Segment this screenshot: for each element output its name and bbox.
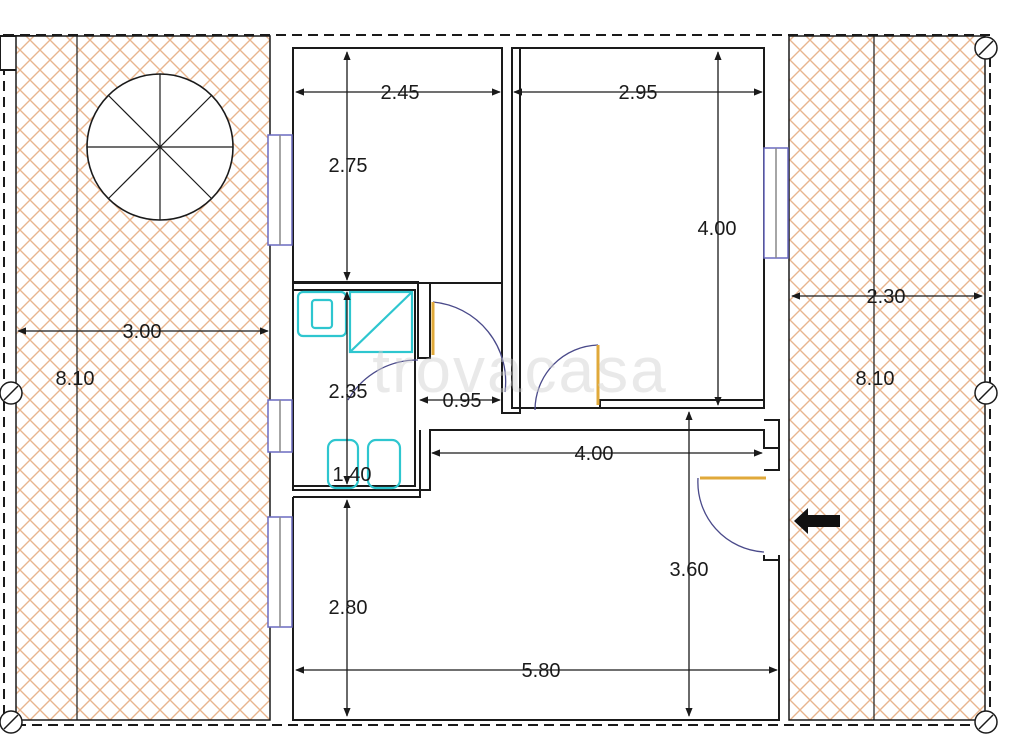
watermark: trovacasa (372, 334, 667, 406)
property-boundary (3, 34, 991, 726)
dim-living-width: 4.00 (575, 443, 614, 465)
entrance-arrow-icon (794, 508, 840, 534)
marker-icon (0, 381, 23, 405)
dimension-lines (17, 51, 983, 717)
dim-bed2-depth: 4.00 (698, 218, 737, 240)
dim-bed1-width: 2.45 (381, 82, 420, 104)
marker-icon (974, 381, 998, 405)
dimension-labels: 2.45 2.95 2.75 4.00 2.30 3.00 8.10 8.10 … (56, 82, 906, 682)
doors (347, 301, 766, 553)
dim-left-terrace-length: 8.10 (56, 368, 95, 390)
dim-bath-width: 1.40 (333, 464, 372, 486)
dim-bed2-width: 2.95 (619, 82, 658, 104)
windows (267, 134, 789, 628)
sink-icon (296, 290, 348, 338)
marker-icon (974, 710, 998, 734)
dim-bed1-depth: 2.75 (329, 155, 368, 177)
bidet-icon (326, 438, 360, 490)
dim-living-depth: 2.80 (329, 597, 368, 619)
marker-icon (0, 710, 23, 734)
dim-right-terrace-width: 2.30 (867, 286, 906, 308)
dim-right-terrace-length: 8.10 (856, 368, 895, 390)
dim-entry-depth: 3.60 (670, 559, 709, 581)
dim-bath-depth: 2.35 (329, 381, 368, 403)
toilet-icon (366, 438, 402, 490)
marker-icon (974, 36, 998, 60)
spiral-staircase-icon (86, 73, 234, 221)
dim-living-total-width: 5.80 (522, 660, 561, 682)
dim-hall-width: 0.95 (443, 390, 482, 412)
right-terrace (788, 35, 986, 721)
boundary-markers (0, 36, 998, 734)
dim-left-terrace-width: 3.00 (123, 321, 162, 343)
